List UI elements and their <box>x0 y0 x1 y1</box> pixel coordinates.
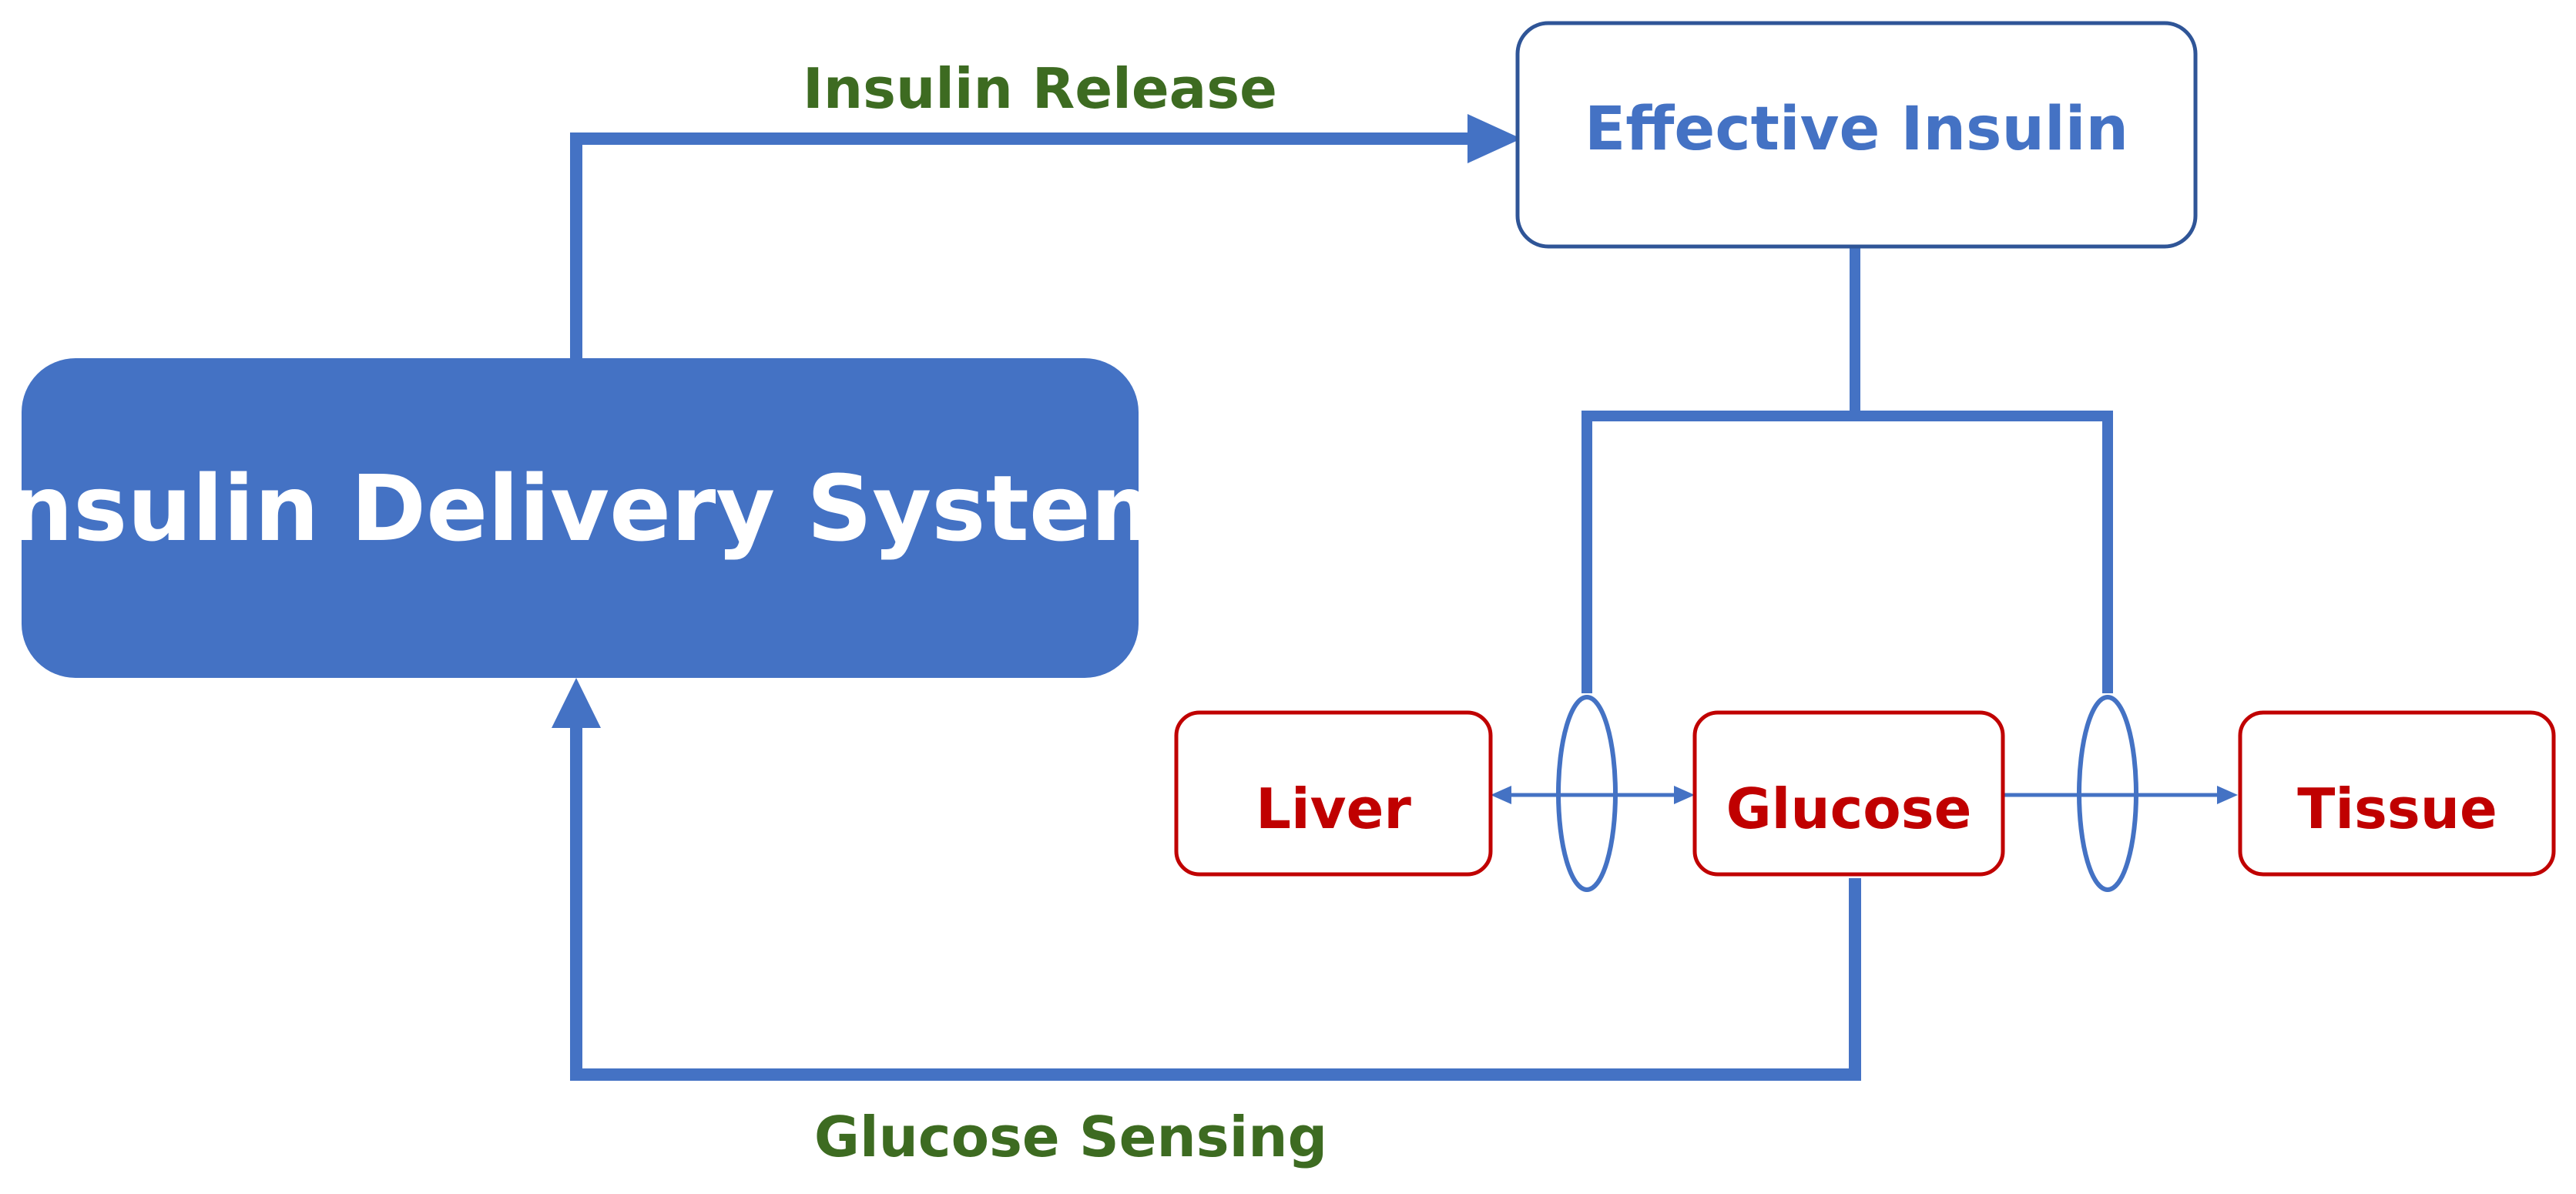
liver-node: Liver <box>1174 710 1493 877</box>
glucose-sensing-line <box>570 724 1861 1081</box>
glucose-node: Glucose <box>1692 710 2005 877</box>
insulin-release-connector <box>570 114 1521 358</box>
tissue-valve-ellipse <box>2077 695 2138 892</box>
insulin-action-branches <box>1581 247 2113 693</box>
tissue-label: Tissue <box>2297 776 2497 841</box>
insulin-release-label: Insulin Release <box>803 56 1277 121</box>
liver-glucose-flux <box>1491 695 1695 892</box>
glucose-label: Glucose <box>1726 776 1972 841</box>
tissue-side-arrowhead <box>2217 786 2238 804</box>
glucose-box <box>1692 710 2005 877</box>
insulin-release-arrowhead <box>1467 114 1521 163</box>
glucose-sensing-label: Glucose Sensing <box>814 1105 1327 1169</box>
glucose-sensing-arrowhead <box>552 678 601 728</box>
effective-insulin-node: Effective Insulin <box>1515 21 2198 249</box>
liver-side-arrowhead <box>1491 786 1511 804</box>
tissue-node: Tissue <box>2238 710 2556 877</box>
glucose-sensing-connector <box>552 678 1861 1081</box>
insulin-release-line <box>570 132 1467 358</box>
glucose-tissue-flux <box>1964 695 2238 892</box>
insulin-delivery-system-box <box>22 358 1139 678</box>
effective-insulin-box <box>1515 21 2198 249</box>
insulin-delivery-system-label: Insulin Delivery System <box>0 455 1186 562</box>
liver-valve-ellipse <box>1556 695 1618 892</box>
insulin-delivery-system-node: Insulin Delivery System <box>0 358 1186 678</box>
liver-box <box>1174 710 1493 877</box>
effective-insulin-label: Effective Insulin <box>1585 95 2128 164</box>
glucose-side-arrowhead <box>1674 786 1695 804</box>
liver-label: Liver <box>1256 776 1411 841</box>
tissue-box <box>2238 710 2556 877</box>
